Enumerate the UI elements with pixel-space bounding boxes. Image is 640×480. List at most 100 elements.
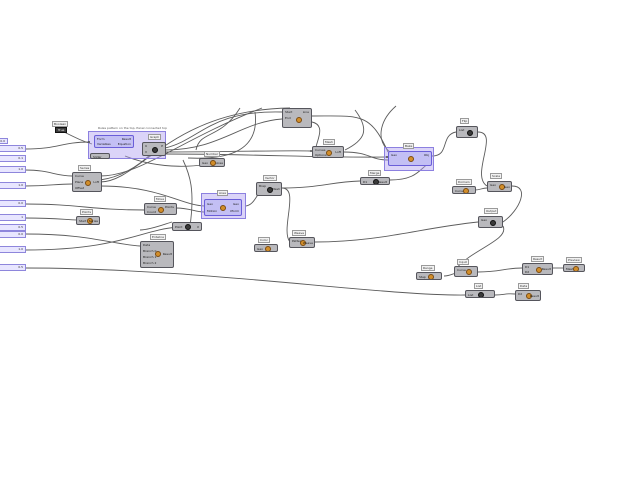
result-component[interactable]: D1 D2 Result — [522, 263, 553, 275]
input-port[interactable]: Geo — [391, 153, 398, 157]
input-port[interactable]: List — [459, 128, 465, 132]
input-port[interactable]: Geo — [207, 202, 214, 206]
input-port[interactable]: Geo — [257, 247, 264, 251]
slider-component[interactable]: Slider — [90, 153, 110, 159]
input-port[interactable]: Branch 0 — [143, 249, 157, 253]
input-port[interactable]: Brep — [259, 184, 266, 188]
output-port[interactable]: Mesh — [272, 187, 280, 191]
input-port[interactable]: Branch 2 — [143, 261, 157, 265]
input-port[interactable]: Curve — [457, 268, 466, 272]
deconstruct-component[interactable]: Point X — [172, 222, 202, 231]
list-component[interactable]: List — [465, 290, 495, 298]
bake-component[interactable]: Geo Obj — [388, 151, 432, 166]
number-slider[interactable]: 0.0 — [0, 138, 8, 144]
input-port[interactable]: V — [145, 150, 148, 154]
input-component[interactable]: Curve — [454, 266, 478, 277]
merge-component[interactable]: D1 Result — [360, 177, 390, 185]
range-component[interactable]: Step — [416, 272, 442, 280]
input-port[interactable]: Plane — [75, 180, 84, 184]
input-port[interactable]: Options — [315, 153, 327, 157]
output-port[interactable]: Result — [377, 180, 387, 184]
input-port[interactable]: Form — [97, 137, 105, 141]
input-port[interactable]: Slider — [93, 155, 102, 159]
output-port[interactable]: Points — [164, 205, 174, 209]
output-port[interactable]: Result — [529, 294, 539, 298]
input-port[interactable]: Geo — [490, 183, 497, 187]
output-component[interactable]: Geo — [478, 216, 503, 228]
output-port[interactable]: P — [161, 144, 163, 148]
line-component[interactable]: Start End Line — [282, 108, 312, 128]
output-port[interactable]: Obj — [423, 153, 429, 157]
point-icon — [185, 224, 191, 230]
surface-component[interactable]: U V P — [142, 142, 166, 156]
mesh-component[interactable]: Brep Mesh — [256, 182, 282, 196]
number-slider[interactable]: 0.0 — [0, 231, 26, 238]
entwine-component[interactable]: Data Branch 0 Branch 1 Branch 2 Result — [140, 241, 174, 268]
output-port[interactable]: Loft — [93, 180, 99, 184]
boolean-toggle[interactable]: True — [55, 127, 68, 133]
output-port[interactable]: Weave — [302, 241, 313, 245]
evaluate-component[interactable]: Form Variables Result Equation — [94, 135, 134, 148]
output-port[interactable]: Line — [302, 110, 309, 114]
number-slider[interactable]: 1 — [0, 214, 26, 221]
output-port[interactable]: Result — [162, 252, 172, 256]
output-port[interactable]: Geo — [503, 185, 510, 189]
number-slider[interactable]: 1.0 — [0, 182, 26, 189]
output-port[interactable]: X — [196, 225, 199, 229]
output-port[interactable]: Loft — [335, 150, 341, 154]
weave-component[interactable]: Pattern Weave — [289, 237, 315, 248]
input-port[interactable]: D2 — [525, 270, 530, 274]
output-port[interactable]: Xform — [229, 209, 239, 213]
input-port[interactable]: U — [145, 144, 148, 148]
move-component[interactable]: Geo Motion Geo Xform — [204, 199, 242, 216]
number-slider[interactable]: 0.5 — [0, 224, 26, 231]
input-port[interactable]: Geo — [481, 218, 488, 222]
number-slider[interactable]: 0.5 — [0, 264, 26, 271]
data-component[interactable]: D2 Result — [515, 290, 541, 301]
input-port[interactable]: Mesh — [566, 267, 574, 271]
loft-component[interactable]: Curves Options Loft — [312, 146, 344, 158]
input-port[interactable]: Offset — [75, 186, 85, 190]
input-port[interactable]: D1 — [525, 265, 530, 269]
number-slider[interactable]: 1.0 — [0, 246, 26, 253]
number-slider[interactable]: 0.0 — [0, 200, 26, 207]
output-port[interactable]: Equation — [117, 142, 131, 146]
output-port[interactable]: Result — [541, 267, 551, 271]
output-port[interactable]: Series — [88, 219, 98, 223]
number-slider[interactable]: 0.5 — [0, 145, 26, 152]
scale-component[interactable]: Geo Geo — [487, 181, 512, 192]
input-port[interactable]: Branch 1 — [143, 255, 157, 259]
input-port[interactable]: End — [285, 116, 291, 120]
number-slider[interactable]: 0.1 — [0, 155, 26, 162]
input-port[interactable]: Motion — [207, 209, 218, 213]
input-port[interactable]: Curve — [147, 205, 156, 209]
input-port[interactable]: Data — [143, 243, 151, 247]
area-component[interactable]: Geo Area — [199, 158, 225, 167]
color-component[interactable]: Geo — [254, 244, 278, 252]
input-port[interactable]: Count — [147, 210, 156, 214]
input-port[interactable]: D2 — [518, 292, 523, 296]
input-port[interactable]: Geo — [202, 161, 209, 165]
input-port[interactable]: Start — [79, 219, 87, 223]
output-port[interactable]: Area — [216, 161, 223, 165]
series-component[interactable]: Start Series — [76, 216, 100, 225]
input-port[interactable]: Curve — [75, 174, 84, 178]
output-port[interactable]: Geo — [232, 202, 239, 206]
preview-component[interactable]: Mesh — [563, 264, 585, 272]
offset-component[interactable]: Curve — [452, 186, 476, 194]
input-port[interactable]: Start — [285, 110, 293, 114]
input-port[interactable]: Variables — [97, 142, 111, 146]
input-port[interactable]: D1 — [363, 180, 368, 184]
graph-component[interactable]: Curve Plane Offset Loft — [72, 172, 102, 192]
input-port[interactable]: Pattern — [292, 239, 303, 243]
input-port[interactable]: List — [468, 293, 474, 297]
number-slider[interactable]: 1.0 — [0, 166, 26, 173]
input-port[interactable]: Curves — [315, 148, 326, 152]
divide-component[interactable]: Curve Count Points — [144, 203, 177, 215]
flip-component[interactable]: List — [456, 126, 478, 138]
input-port[interactable]: Step — [419, 275, 426, 279]
output-port[interactable]: Result — [121, 137, 131, 141]
input-port[interactable]: Point — [175, 225, 183, 229]
input-port[interactable]: Curve — [455, 189, 464, 193]
